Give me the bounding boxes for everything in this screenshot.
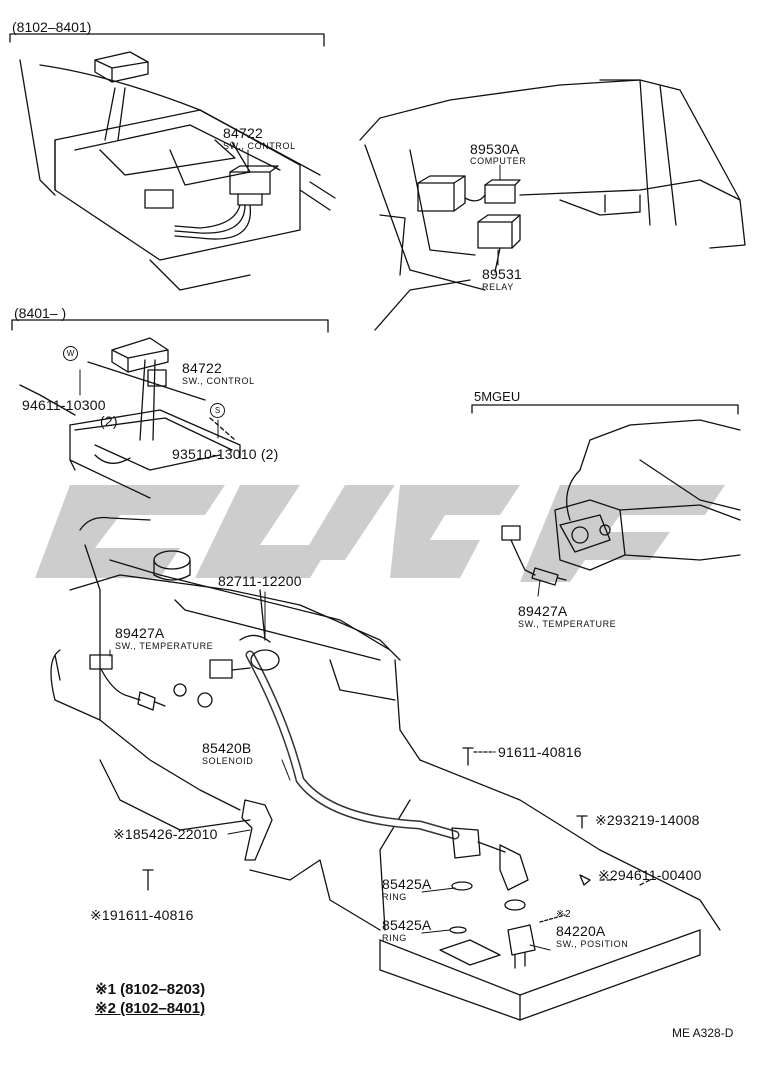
dash-assembly bbox=[359, 79, 746, 331]
part-85425a-2-desc: RING bbox=[382, 933, 407, 943]
part-89427a-left-desc: SW., TEMPERATURE bbox=[115, 641, 214, 651]
watermark bbox=[35, 485, 725, 582]
part-89427a-left-number: 89427A bbox=[115, 625, 165, 641]
legend-note-2: ※2 (8102–8401) bbox=[95, 1000, 206, 1017]
part-89427a-right-number: 89427A bbox=[518, 603, 568, 619]
part-89530a-desc: COMPUTER bbox=[470, 156, 527, 166]
section-engine-code: 5MGEU bbox=[474, 389, 521, 404]
part-91611-40816: 91611-40816 bbox=[498, 744, 582, 760]
part-85425a-1-number: 85425A bbox=[382, 876, 432, 892]
part-85420b-number: 85420B bbox=[202, 740, 252, 756]
footer-code: ME A328-D bbox=[672, 1026, 734, 1040]
leader-lines bbox=[79, 149, 551, 951]
quantity-2: (2) bbox=[100, 413, 118, 429]
marker-s: S bbox=[210, 403, 225, 418]
part-191611-40816: ※191611-40816 bbox=[90, 907, 194, 923]
shifter-late bbox=[19, 337, 241, 499]
engine-main bbox=[50, 516, 721, 1021]
part-293219-14008: ※293219-14008 bbox=[595, 812, 700, 828]
part-94611-10300: 94611-10300 bbox=[22, 397, 106, 413]
part-294611-00400: ※294611-00400 bbox=[598, 867, 702, 883]
engine-5mgeu bbox=[501, 419, 741, 586]
part-84722-late-number: 84722 bbox=[182, 360, 222, 376]
part-84722-number: 84722 bbox=[223, 125, 263, 141]
part-85425a-1-desc: RING bbox=[382, 892, 407, 902]
console-early bbox=[19, 51, 336, 291]
part-85425a-2-number: 85425A bbox=[382, 917, 432, 933]
part-89531-desc: RELAY bbox=[482, 282, 514, 292]
part-185426-22010: ※185426-22010 bbox=[113, 826, 218, 842]
section-early-range: (8102–8401) bbox=[12, 19, 92, 35]
part-82711-12200: 82711-12200 bbox=[218, 573, 302, 589]
part-84220a-note: ※2 bbox=[556, 909, 572, 920]
part-85420b-desc: SOLENOID bbox=[202, 756, 254, 766]
part-84722-desc: SW., CONTROL bbox=[223, 141, 296, 151]
part-84722-late-desc: SW., CONTROL bbox=[182, 376, 255, 386]
part-89531-number: 89531 bbox=[482, 266, 522, 282]
part-89427a-right-desc: SW., TEMPERATURE bbox=[518, 619, 617, 629]
part-89530a-number: 89530A bbox=[470, 141, 520, 157]
part-84220a-number: 84220A bbox=[556, 923, 606, 939]
part-93510-13010: 93510-13010 (2) bbox=[172, 446, 279, 462]
legend-note-1: ※1 (8102–8203) bbox=[95, 981, 206, 998]
part-84220a-desc: SW., POSITION bbox=[556, 939, 629, 949]
marker-w: W bbox=[63, 346, 78, 361]
section-late-range: (8401– ) bbox=[14, 305, 67, 321]
